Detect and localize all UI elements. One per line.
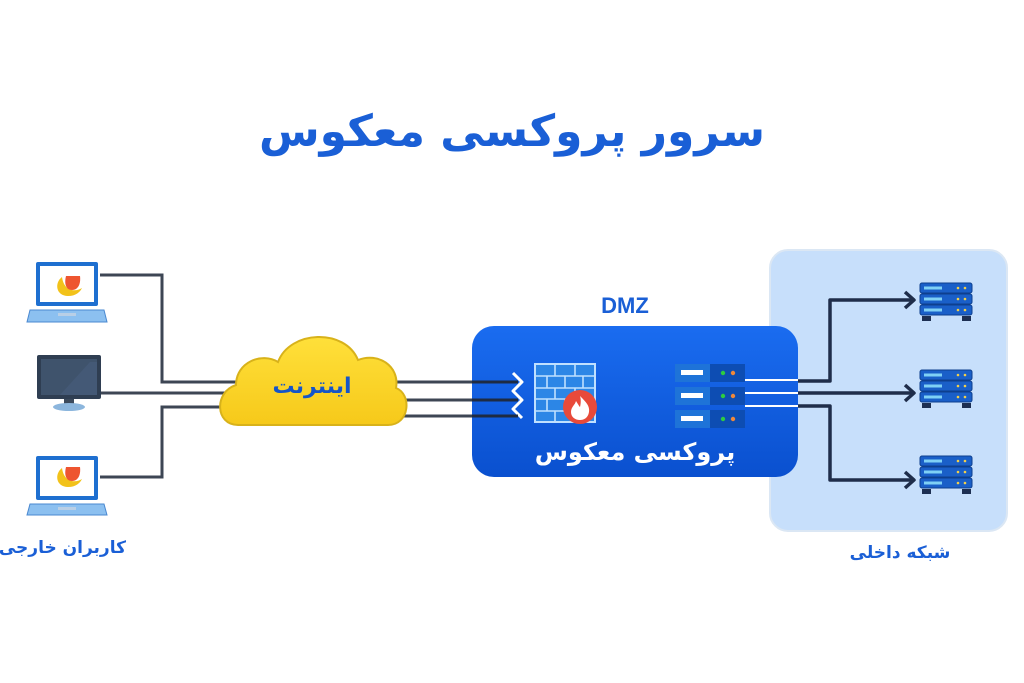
internet-cloud [219,336,408,426]
arrow-to-server-3 [798,404,912,482]
page-title: سرور پروکسی معکوس [258,106,766,157]
internal-server-icon [919,455,973,494]
arrow-to-server-1 [798,298,912,383]
desktop-monitor-icon [37,355,101,411]
server-rack-icon [675,364,745,428]
connector-laptop-top [100,273,240,384]
connector-laptop-bottom [100,405,240,479]
laptop-top-icon [26,262,108,323]
internet-label: اینترنت [272,374,352,399]
internal-server-icon [919,282,973,321]
internal-network-label: شبکه داخلی [849,543,951,563]
reverse-proxy-label: پروکسی معکوس [534,438,736,466]
external-users-label: کاربران خارجی [0,538,126,558]
proxy-out-lines [745,379,798,407]
internal-arrows [798,290,916,490]
firewall-icon [534,363,597,424]
internal-server-icon [919,369,973,408]
laptop-bottom-icon [26,456,108,516]
user-connectors [100,273,240,479]
dmz-label: DMZ [601,293,649,318]
zigzag-entry-icon [511,371,524,420]
